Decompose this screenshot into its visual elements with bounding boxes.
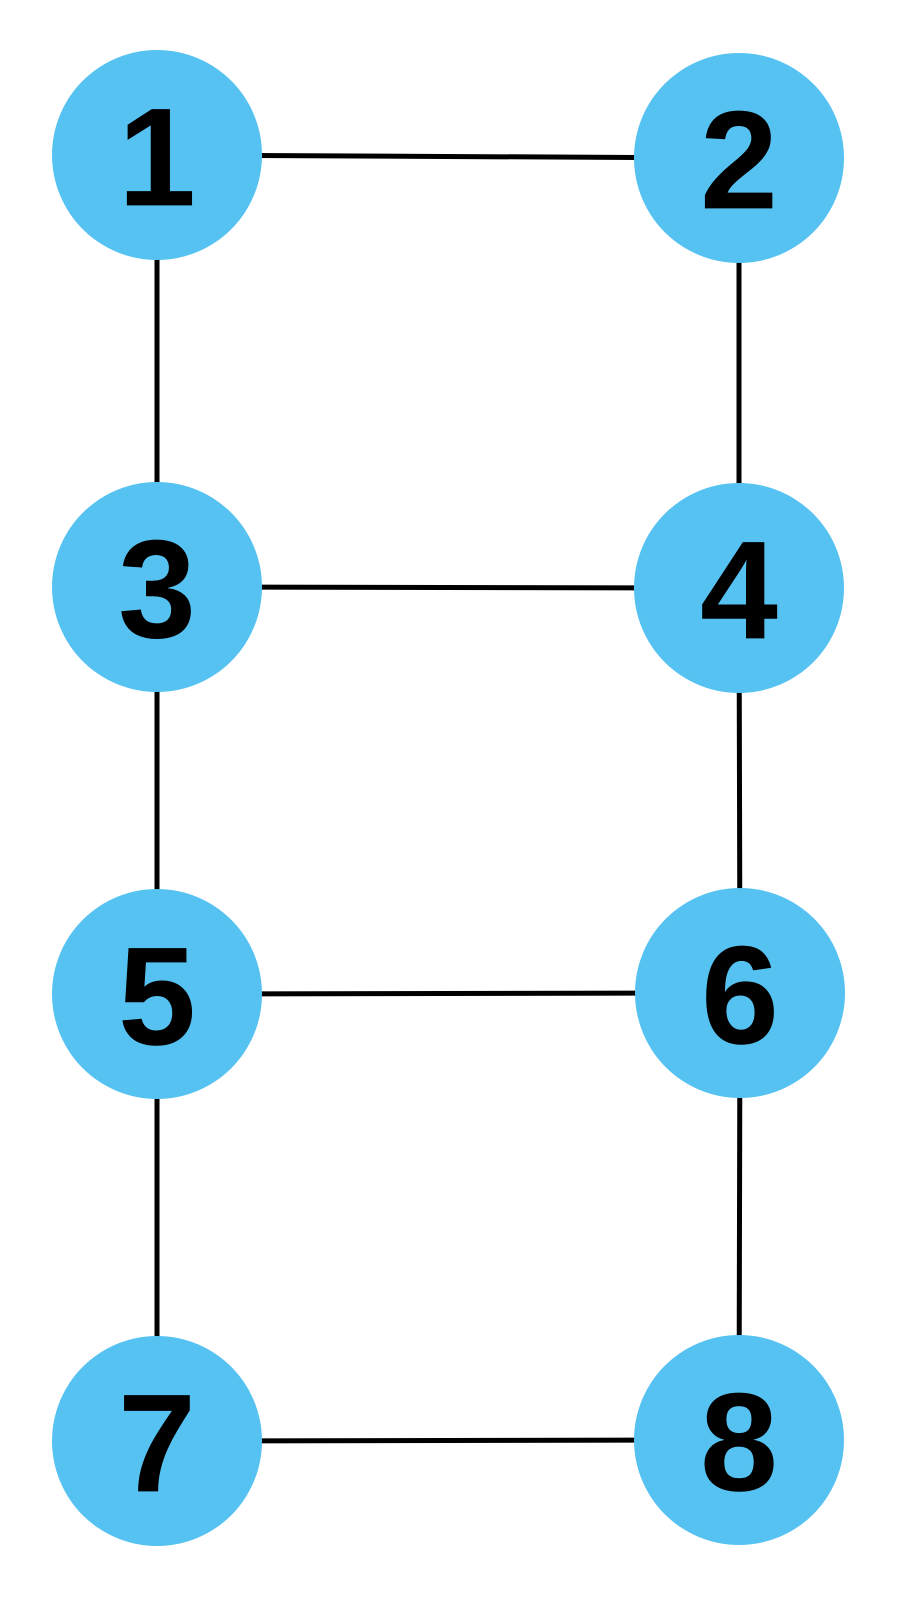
node-2 xyxy=(634,53,844,263)
node-label-4: 4 xyxy=(700,511,778,668)
node-8 xyxy=(634,1335,844,1545)
node-4 xyxy=(634,483,844,693)
node-label-1: 1 xyxy=(118,78,196,235)
node-label-6: 6 xyxy=(701,916,779,1073)
node-label-5: 5 xyxy=(118,917,196,1074)
node-label-7: 7 xyxy=(118,1364,196,1521)
node-7 xyxy=(52,1336,262,1546)
node-label-3: 3 xyxy=(118,510,196,667)
node-label-8: 8 xyxy=(700,1363,778,1520)
node-3 xyxy=(52,482,262,692)
node-1 xyxy=(52,50,262,260)
node-5 xyxy=(52,889,262,1099)
node-6 xyxy=(635,888,845,1098)
node-label-2: 2 xyxy=(700,81,778,238)
